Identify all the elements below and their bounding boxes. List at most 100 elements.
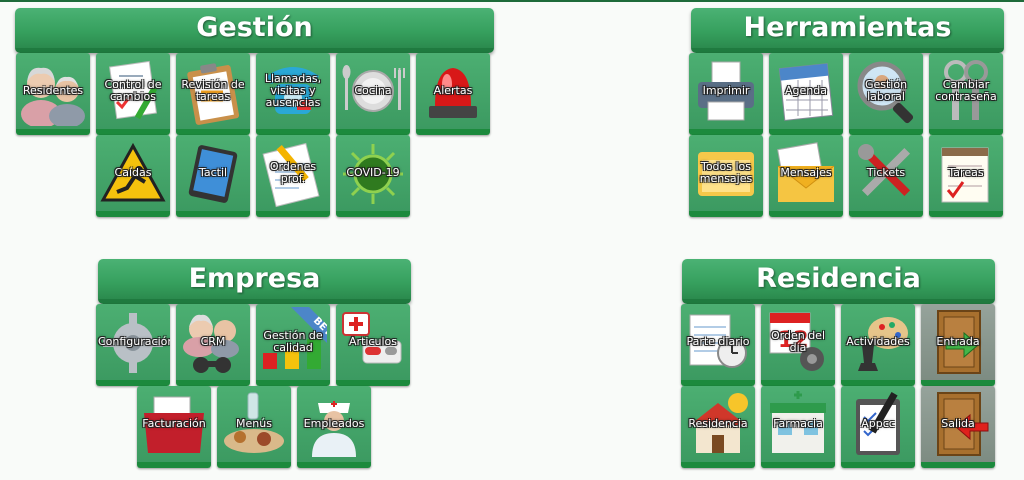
- messages-folder-icon: [698, 152, 754, 196]
- section-title-residencia: Residencia: [682, 259, 995, 304]
- tile-label: Entrada: [936, 335, 980, 348]
- tile-appcc[interactable]: Appcc: [841, 386, 915, 468]
- tile-label: Caídas: [114, 166, 152, 179]
- tile-label: Residentes: [22, 84, 84, 97]
- tile-menus[interactable]: Menús: [217, 386, 291, 468]
- tile-gestion-laboral[interactable]: Gestión laboral: [849, 53, 923, 135]
- tile-label: Facturación: [142, 417, 206, 430]
- printer-icon: [698, 61, 754, 121]
- envelope-icon: [777, 142, 835, 202]
- tile-label: Mensajes: [780, 166, 832, 179]
- tile-parte-diario[interactable]: Parte diario: [681, 304, 755, 386]
- tile-label: Actividades: [846, 335, 910, 348]
- notepad-pencil-icon: [262, 142, 320, 208]
- clipboard-pen-icon: [856, 391, 900, 455]
- tile-salida[interactable]: Salida: [921, 386, 995, 468]
- tile-llamadas[interactable]: Llamadas, visitas y ausencias: [256, 53, 330, 135]
- tile-label: Cambiar contraseña: [935, 78, 997, 103]
- tile-label: Imprimir: [702, 84, 750, 97]
- tile-label: Control de cambios: [104, 78, 162, 103]
- tile-articulos[interactable]: Articulos: [336, 304, 410, 386]
- tile-mensajes[interactable]: Mensajes: [769, 135, 843, 217]
- tablet-icon: [188, 145, 238, 203]
- door-exit-icon: [937, 392, 989, 456]
- tile-label: CRM: [200, 335, 226, 348]
- tile-revision-de-tareas[interactable]: Revisión de tareas: [176, 53, 250, 135]
- gear-icon: [103, 313, 163, 373]
- tile-control-de-cambios[interactable]: Control de cambios: [96, 53, 170, 135]
- tile-label: Salida: [941, 417, 975, 430]
- top-border: [0, 0, 1024, 2]
- nurse-icon: [312, 401, 356, 457]
- tile-label: Appcc: [861, 417, 895, 430]
- fall-warning-icon: [100, 142, 166, 202]
- medicine-icon: [342, 312, 402, 364]
- tile-label: Orden del día: [770, 329, 825, 354]
- tile-label: COVID-19: [346, 166, 400, 179]
- tile-orden-del-dia[interactable]: 12 Orden del día: [761, 304, 835, 386]
- tile-label: Llamadas, visitas y ausencias: [264, 72, 322, 109]
- virus-icon: [343, 144, 403, 204]
- tile-cambiar-contrasena[interactable]: Cambiar contraseña: [929, 53, 1003, 135]
- invoice-folder-icon: [144, 396, 204, 453]
- tile-gestion-de-calidad[interactable]: BETA Gestión de calidad: [256, 304, 330, 386]
- tile-empleados[interactable]: Empleados: [297, 386, 371, 468]
- binoculars-people-icon: [183, 314, 239, 373]
- tile-residentes[interactable]: Residentes: [16, 53, 90, 135]
- tile-label: Gestión de calidad: [263, 329, 323, 354]
- tile-label: Todos los mensajes: [699, 160, 753, 185]
- tile-label: Agenda: [785, 84, 827, 97]
- door-enter-icon: [937, 310, 981, 374]
- plate-cutlery-icon: [342, 65, 405, 112]
- pharmacy-icon: [770, 391, 826, 453]
- elderly-couple-icon: [21, 67, 85, 126]
- tile-label: Parte diario: [686, 335, 750, 348]
- chess-palette-icon: [858, 317, 908, 371]
- tile-label: Farmacia: [773, 417, 823, 430]
- tile-tactil[interactable]: Tactil: [176, 135, 250, 217]
- tile-label: Alertas: [433, 84, 473, 97]
- tile-cocina[interactable]: Cocina: [336, 53, 410, 135]
- telephone-icon: [267, 67, 319, 114]
- tile-label: Cocina: [354, 84, 392, 97]
- tile-label: Articulos: [349, 335, 397, 348]
- tile-label: Empleados: [303, 417, 365, 430]
- house-icon: [690, 393, 748, 453]
- tile-tickets[interactable]: Tickets: [849, 135, 923, 217]
- tile-label: Ordenes prof.: [269, 160, 317, 185]
- tile-entrada[interactable]: Entrada: [921, 304, 995, 386]
- calendar-day: 12: [778, 328, 809, 353]
- tile-farmacia[interactable]: Farmacia: [761, 386, 835, 468]
- tile-actividades[interactable]: Actividades: [841, 304, 915, 386]
- section-title-gestion: Gestión: [15, 8, 494, 53]
- section-title-empresa: Empresa: [98, 259, 411, 304]
- tile-label: Revisión de tareas: [181, 78, 245, 103]
- tile-tareas[interactable]: Tareas: [929, 135, 1003, 217]
- tile-label: Tareas: [948, 166, 984, 179]
- section-title-herramientas: Herramientas: [691, 8, 1004, 53]
- tile-facturacion[interactable]: Facturación: [137, 386, 211, 468]
- calendar-icon: [778, 63, 834, 121]
- task-notepad-icon: [941, 147, 989, 203]
- tile-agenda[interactable]: Agenda: [769, 53, 843, 135]
- tile-label: Tickets: [866, 166, 906, 179]
- tile-configuracion[interactable]: Configuración: [96, 304, 170, 386]
- tile-caidas[interactable]: Caídas: [96, 135, 170, 217]
- tile-imprimir[interactable]: Imprimir: [689, 53, 763, 135]
- tile-label: Tactil: [198, 166, 228, 179]
- tile-label: Configuración: [98, 335, 170, 348]
- checklist-pen-icon: [109, 60, 158, 120]
- tile-label: Gestión laboral: [864, 78, 908, 103]
- tile-covid-19[interactable]: COVID-19: [336, 135, 410, 217]
- tile-label: Menús: [236, 417, 272, 430]
- keys-icon: [944, 60, 988, 120]
- tile-alertas[interactable]: Alertas: [416, 53, 490, 135]
- quality-chart-icon: BETA: [263, 307, 327, 369]
- tile-todos-los-mensajes[interactable]: Todos los mensajes: [689, 135, 763, 217]
- clipboard-icon: [187, 63, 240, 125]
- tile-label: Residencia: [688, 417, 748, 430]
- tools-icon: [858, 144, 911, 197]
- tile-ordenes-prof[interactable]: Ordenes prof.: [256, 135, 330, 217]
- tile-crm[interactable]: CRM: [176, 304, 250, 386]
- tile-residencia[interactable]: Residencia: [681, 386, 755, 468]
